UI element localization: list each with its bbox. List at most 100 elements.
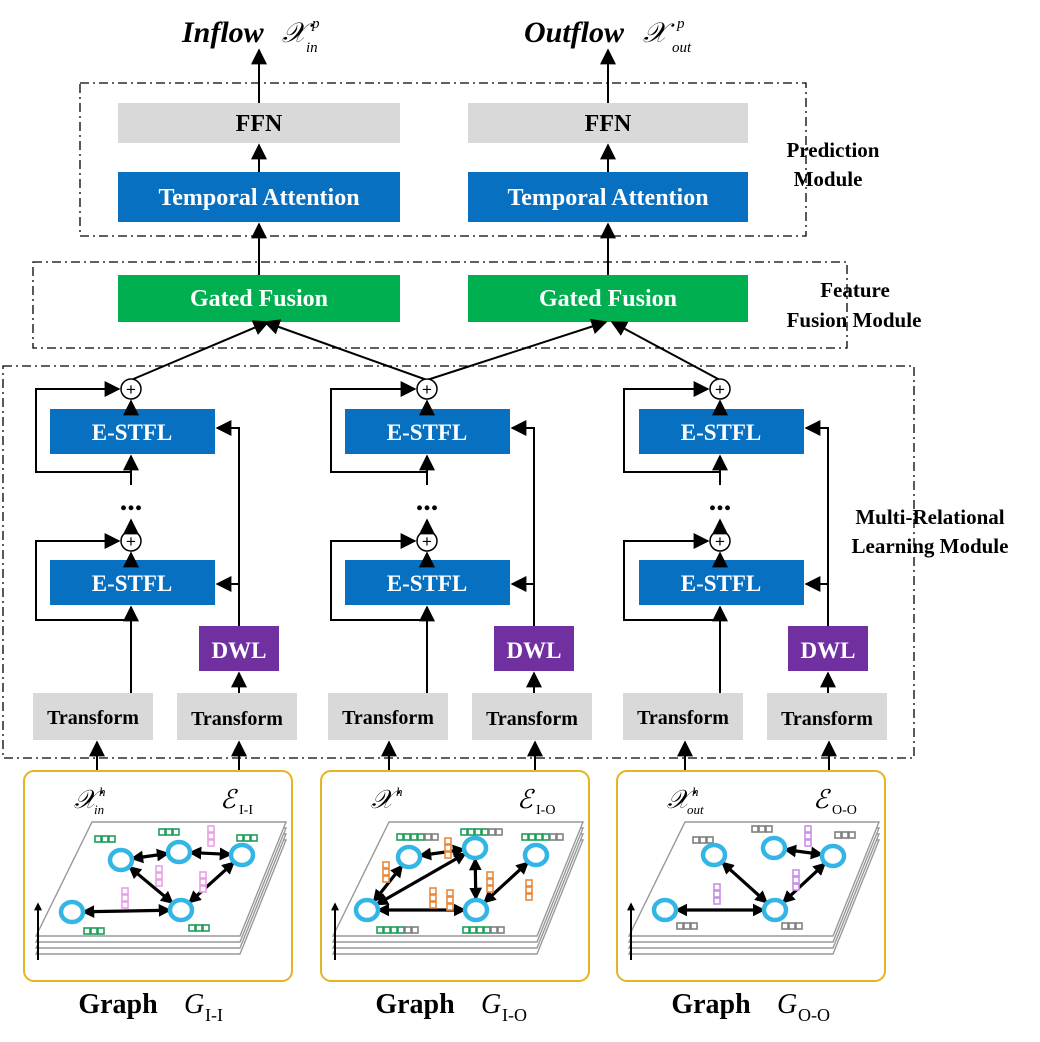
estfl-label-bottom: E-STFL [681,571,762,596]
graph-caption: Graph [375,989,455,1020]
transform-box-x [328,693,448,740]
node-feature-cell [795,922,803,930]
node-feature-cell [481,828,489,836]
temporal-attention-label-outflow: Temporal Attention [507,185,708,211]
edge-feature-cell [804,839,812,847]
graph-caption: Graph [78,989,158,1020]
node-feature-cell [834,831,842,839]
multi-relational-label-1: Multi-Relational [855,505,1004,529]
node-feature-cell [97,927,105,935]
graph-g-symbol: G [777,989,797,1020]
node-feature-cell [469,926,477,934]
node-feature-cell [410,833,418,841]
graph-edge [781,862,827,904]
estfl-box-bottom [345,560,510,605]
edge-feature-cell [792,876,800,884]
transform-box-e [472,693,592,740]
graph-node [395,844,423,870]
graph-edge [375,852,467,906]
e-sub: O-O [832,803,857,818]
edge-feature-cell [792,883,800,891]
node-feature-cell [390,926,398,934]
edge-feature-cell [804,825,812,833]
graph-edge [721,861,768,904]
column-oo: E-STFL E-STFL + + ... DWL Transform Tran… [623,378,887,740]
plus-sign-top: + [715,380,725,399]
graph-g-symbol: G [481,989,501,1020]
temporal-attention-box-outflow [468,172,748,222]
node-feature-cell [188,924,196,932]
node-feature-cell [108,835,116,843]
ffn-box-outflow [468,103,748,143]
graph-node [228,842,256,868]
fusion-module-label-2: Fusion Module [787,308,922,332]
inflow-label: Inflow 𝒳 p in [181,16,320,56]
gated-fusion-box-inflow [118,275,400,322]
edge-feature-cell [382,875,390,883]
edge-feature-cell [431,833,439,841]
node-feature-cell [94,835,102,843]
node-feature-cell [460,828,468,836]
edge-feature-cell [556,833,564,841]
node-feature-cell [474,828,482,836]
node-feature-cell [236,834,244,842]
ffn-label-outflow: FFN [585,111,632,137]
node-feature-cell [202,924,210,932]
edge-feature-cell [713,883,721,891]
edge-feature-cell [713,890,721,898]
edge-feature-cell [121,894,129,902]
graph-caption: Graph [671,989,751,1020]
estfl-label-top: E-STFL [681,420,762,445]
graph-g-symbol: G [184,989,204,1020]
multi-relational-label-2: Learning Module [852,534,1009,558]
node-feature-cell [706,836,714,844]
node-feature-cell [165,828,173,836]
dwl-label: DWL [212,638,267,663]
graph-node [353,897,381,923]
graph-node [700,842,728,868]
plus-node-top [709,378,731,400]
node-feature-cell [462,926,470,934]
edge-feature-cell [404,926,412,934]
edge-feature-cell [488,828,496,836]
graph-node [522,842,550,868]
plus-sign-bottom: + [422,532,432,551]
graph-edge [188,846,233,861]
node-feature-cell [690,922,698,930]
graph-edge [81,904,172,918]
transform-box-x [623,693,743,740]
node-feature-cell [542,833,550,841]
graph-node [760,835,788,861]
stack-ellipsis: ... [709,484,732,517]
svg-text:in: in [306,40,318,56]
edge-feature-cell [486,885,494,893]
transform-label-e: Transform [191,708,283,730]
graph-node [462,897,490,923]
edge-feature-cell [490,926,498,934]
graph-edge [188,861,235,904]
node-feature-cell [396,833,404,841]
gated-fusion-label-inflow: Gated Fusion [190,286,328,312]
temporal-attention-label-inflow: Temporal Attention [158,185,359,211]
edge-feature-cell [525,879,533,887]
graph-edge [130,848,170,864]
node-feature-cell [699,836,707,844]
node-feature-cell [683,922,691,930]
edge-feature-cell [486,871,494,879]
transform-label-x: Transform [342,707,434,729]
edge-feature-cell [525,893,533,901]
graph-edge [128,866,174,904]
node-feature-cell [765,825,773,833]
dwl-label: DWL [801,638,856,663]
node-feature-cell [692,836,700,844]
node-feature-cell [467,828,475,836]
svg-text:𝒳: 𝒳 [643,18,675,49]
edge-feature-cell [199,871,207,879]
node-feature-cell [397,926,405,934]
arrow-ii-to-fusion-in [130,320,270,381]
graph-edge [468,857,483,901]
gated-fusion-label-outflow: Gated Fusion [539,286,677,312]
ffn-label-inflow: FFN [236,111,283,137]
